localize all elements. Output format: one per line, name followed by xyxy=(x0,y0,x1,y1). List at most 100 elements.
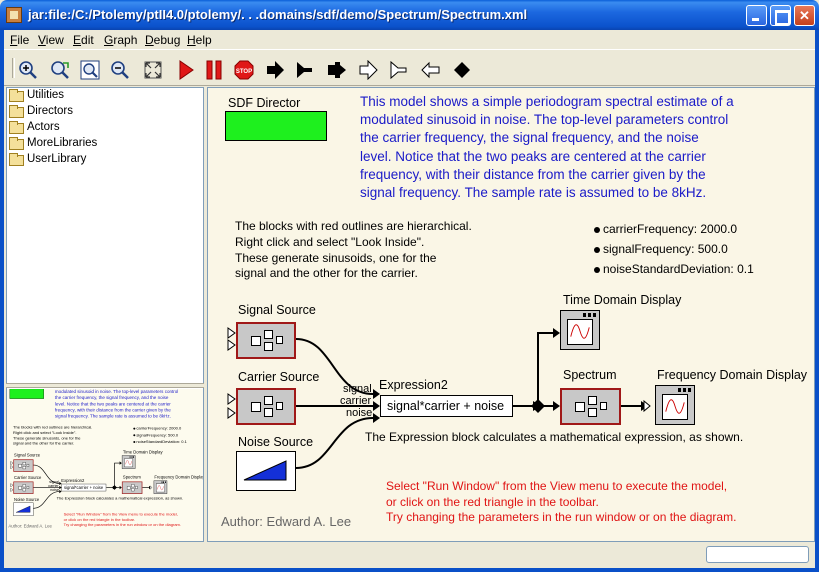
full-screen-icon[interactable] xyxy=(143,60,163,80)
zoom-in-icon[interactable] xyxy=(18,60,38,80)
input-port xyxy=(10,483,14,488)
menu-graph[interactable]: Graph xyxy=(104,33,137,47)
input-port xyxy=(643,399,651,413)
param-carrier-frequency: carrierFrequency: 2000.0 xyxy=(136,425,182,431)
menu-label: raph xyxy=(113,33,138,47)
port-input-outline-icon[interactable] xyxy=(358,60,378,80)
menu-help[interactable]: Help xyxy=(187,33,212,47)
status-bar xyxy=(4,542,815,568)
relation-icon[interactable] xyxy=(452,60,472,80)
param-signal-frequency[interactable]: signalFrequency: 500.0 xyxy=(603,242,728,256)
sdf-director[interactable] xyxy=(225,111,327,141)
time-domain-display[interactable] xyxy=(560,310,600,350)
carrier-source-label: Carrier Source xyxy=(14,475,42,481)
freq-display-label: Frequency Domain Display xyxy=(657,368,808,382)
signal-source-label: Signal Source xyxy=(238,303,316,317)
panel-splitter[interactable] xyxy=(6,383,204,388)
composite-icon xyxy=(251,336,261,346)
zoom-reset-icon[interactable] xyxy=(50,60,70,80)
composite-icon xyxy=(131,484,135,488)
close-button[interactable]: ✕ xyxy=(794,5,815,26)
port-arrow xyxy=(373,413,380,423)
run-instructions: Select "Run Window" from the View menu t… xyxy=(64,512,181,528)
note-line: These generate sinusoids, one for the xyxy=(13,435,81,441)
parameter-bullet xyxy=(594,247,600,253)
composite-icon xyxy=(22,462,26,466)
overview-canvas-copy: SDF Director This model shows a simple p… xyxy=(7,389,203,533)
port-input-icon[interactable] xyxy=(265,60,285,80)
director-label: SDF Director xyxy=(228,96,301,110)
composite-icon xyxy=(22,466,26,470)
menu-label: dit xyxy=(81,33,94,47)
port-inout-outline-icon[interactable] xyxy=(421,60,441,80)
author-credit: Author: Edward A. Lee xyxy=(8,523,52,529)
port-arrow xyxy=(59,481,62,486)
close-icon: ✕ xyxy=(799,8,810,23)
toolbar-grip xyxy=(12,58,15,78)
title-bar[interactable]: jar:file:/C:/Ptolemy/ptII4.0/ptolemy/. .… xyxy=(0,0,819,30)
param-noise-std[interactable]: noiseStandardDeviation: 0.1 xyxy=(603,262,754,276)
port-arrow xyxy=(59,485,62,490)
param-name: noiseStandardDeviation xyxy=(603,262,731,276)
display-controls-icon xyxy=(583,313,597,317)
stop-label: STOP xyxy=(236,69,252,75)
composite-icon xyxy=(18,464,22,468)
expression-block[interactable]: signal*carrier + noise xyxy=(380,395,513,417)
folder-icon xyxy=(9,137,24,150)
menu-view[interactable]: View xyxy=(38,33,64,47)
tree-item-label: Utilities xyxy=(27,89,65,101)
composite-icon xyxy=(264,342,273,351)
maximize-button[interactable] xyxy=(770,5,791,26)
port-label-noise: noise xyxy=(50,487,60,492)
port-output-icon[interactable] xyxy=(294,60,314,80)
toolbar: STOP xyxy=(4,49,815,86)
menu-edit[interactable]: Edit xyxy=(73,33,94,47)
noise-triangle-icon xyxy=(15,505,31,513)
signal-source-block[interactable] xyxy=(236,322,296,359)
plot-screen-icon xyxy=(124,458,133,468)
run-icon[interactable] xyxy=(176,60,196,80)
zoom-fit-icon[interactable] xyxy=(80,60,100,80)
param-signal-frequency: signalFrequency: 500.0 xyxy=(136,432,179,438)
wire-noise xyxy=(33,491,60,509)
stop-icon[interactable]: STOP xyxy=(234,60,254,80)
parameter-bullet xyxy=(133,427,136,430)
zoom-out-icon[interactable] xyxy=(110,60,130,80)
maximize-icon xyxy=(771,6,790,25)
pause-icon[interactable] xyxy=(204,60,224,80)
port-multi-icon[interactable] xyxy=(327,60,347,80)
noise-source-block[interactable] xyxy=(236,451,296,491)
menu-mnemonic: E xyxy=(73,33,82,47)
port-output-outline-icon[interactable] xyxy=(388,60,408,80)
note-line: Right click and select "Look Inside". xyxy=(13,430,77,435)
description-line: the carrier frequency, the signal freque… xyxy=(54,395,169,401)
menu-debug[interactable]: Debug xyxy=(145,33,180,47)
overview-miniature: SDF Director This model shows a simple p… xyxy=(7,389,203,533)
hierarchy-note: The blocks with red outlines are hierarc… xyxy=(235,219,472,282)
composite-icon xyxy=(588,408,597,417)
frequency-domain-display[interactable] xyxy=(655,385,695,425)
tree-item-label: UserLibrary xyxy=(27,153,87,165)
display-controls-icon xyxy=(678,388,692,392)
minimize-button[interactable] xyxy=(746,5,767,26)
time-display-label: Time Domain Display xyxy=(122,449,163,455)
instruction-line: Try changing the parameters in the run w… xyxy=(386,510,737,524)
noise-triangle-icon xyxy=(243,460,287,481)
port-arrow xyxy=(553,328,560,338)
param-name: carrierFrequency xyxy=(603,222,694,236)
composite-icon xyxy=(126,486,131,490)
parameter-bullet xyxy=(594,267,600,273)
folder-icon xyxy=(9,153,24,166)
plot-screen-icon xyxy=(567,319,593,345)
relation-diamond xyxy=(531,399,545,413)
instruction-line: Try changing the parameters in the run w… xyxy=(63,522,182,528)
expression-note: The Expression block calculates a mathem… xyxy=(365,430,744,444)
tree-item-label: MoreLibraries xyxy=(27,137,98,149)
diagram-canvas[interactable]: SDF Director This model shows a simple p… xyxy=(207,87,815,542)
param-carrier-frequency[interactable]: carrierFrequency: 2000.0 xyxy=(603,222,738,236)
carrier-source-block[interactable] xyxy=(236,388,296,425)
time-display-label: Time Domain Display xyxy=(563,293,682,307)
menu-file[interactable]: File xyxy=(10,33,29,47)
overview-panel[interactable]: SDF Director This model shows a simple p… xyxy=(7,389,203,541)
spectrum-block[interactable] xyxy=(560,388,621,425)
